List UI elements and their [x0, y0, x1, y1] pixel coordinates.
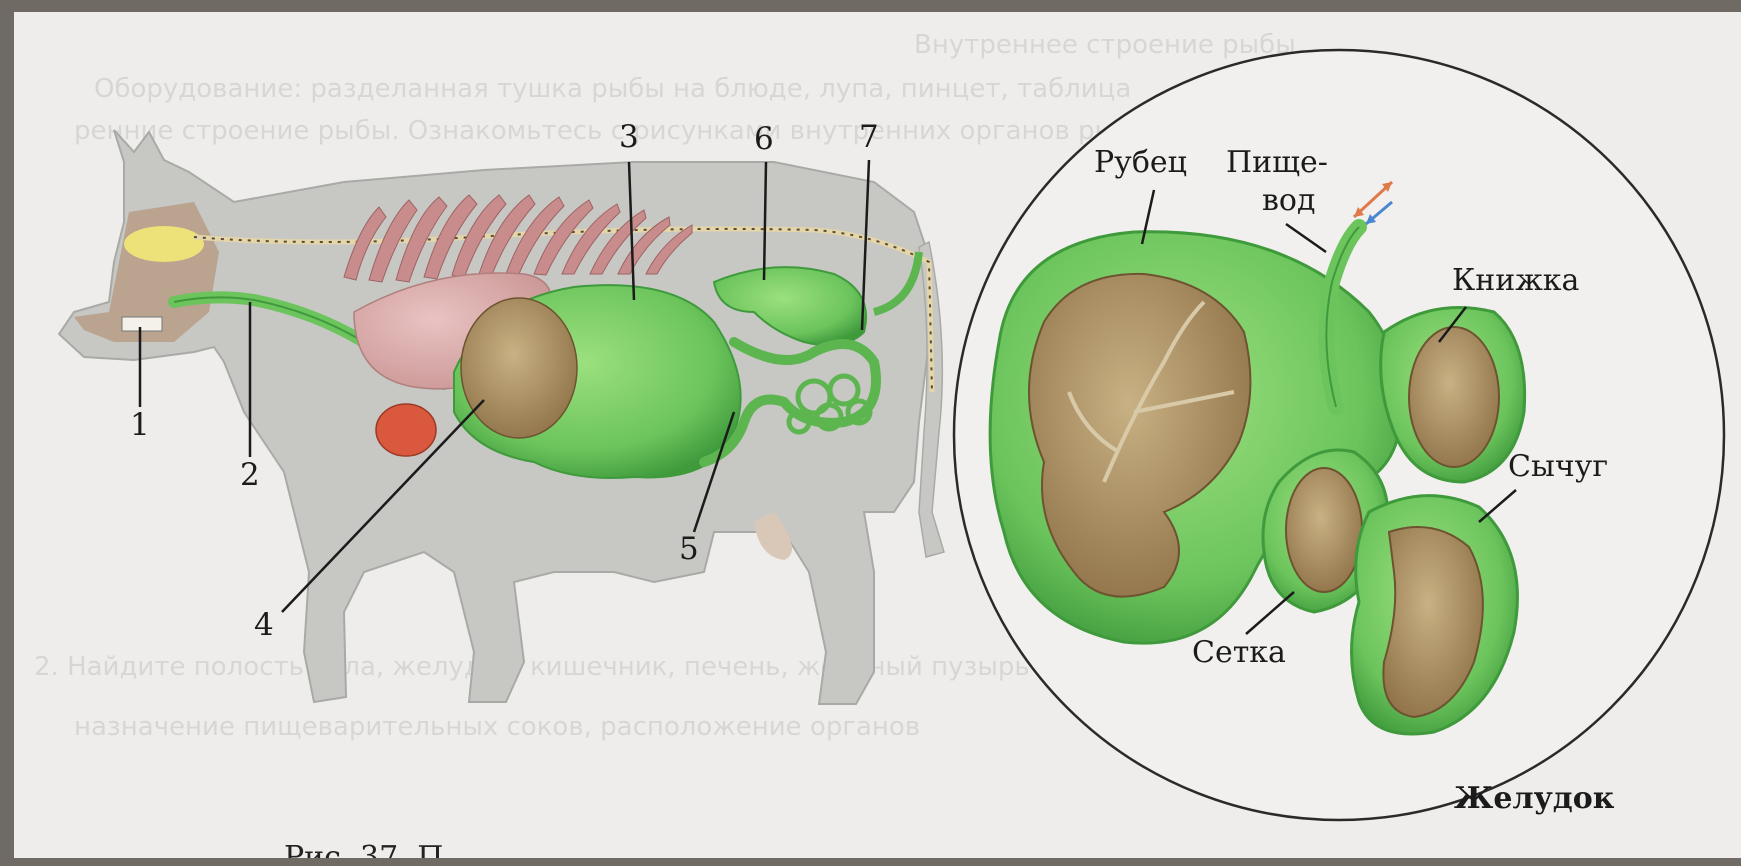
stomach-caption: Желудок — [1454, 784, 1614, 814]
label-sychug: Сычуг — [1508, 452, 1608, 482]
figure-caption: Рис. 37. П — [284, 840, 443, 858]
label-3: 3 — [619, 122, 639, 153]
brain — [124, 226, 204, 262]
label-1: 1 — [130, 410, 150, 441]
spleen — [376, 404, 436, 456]
label-pishchevod-2: вод — [1262, 186, 1315, 216]
label-pishchevod-1: Пище- — [1226, 148, 1328, 178]
label-rubets: Рубец — [1094, 148, 1187, 178]
label-setka: Сетка — [1192, 638, 1286, 668]
label-7: 7 — [859, 122, 879, 153]
label-knizhka: Книжка — [1452, 266, 1579, 296]
textbook-page: Внутреннее строение рыбы Оборудование: р… — [14, 12, 1741, 858]
label-5: 5 — [679, 534, 699, 565]
reticulum-interior — [1286, 468, 1362, 592]
label-2: 2 — [240, 460, 260, 491]
label-6: 6 — [754, 124, 774, 155]
teeth — [122, 317, 162, 331]
label-4: 4 — [254, 610, 274, 641]
reticulum-brown — [461, 298, 577, 438]
omasum-interior — [1409, 327, 1499, 467]
